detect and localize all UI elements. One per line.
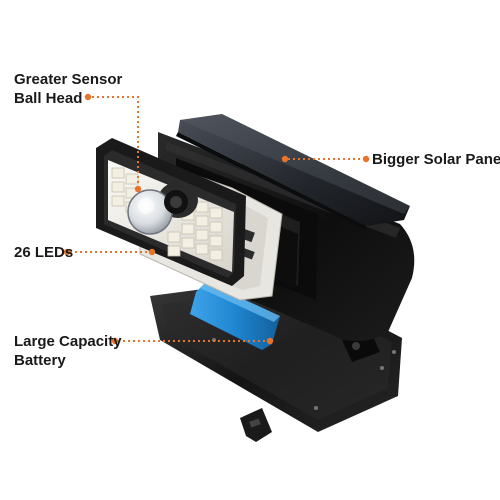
leds-label: 26 LEDs	[14, 243, 73, 262]
battery	[190, 282, 280, 350]
mounting-bracket	[240, 408, 272, 442]
sensor-ball-head	[127, 182, 198, 235]
sensor-label: Greater Sensor Ball Head	[14, 70, 122, 108]
leader-lines	[70, 96, 362, 342]
battery-label: Large Capacity Battery	[14, 332, 122, 370]
sensor-leader-line	[92, 96, 139, 186]
sensor-label-line2: Ball Head	[14, 90, 83, 107]
solar-label: Bigger Solar Panel	[372, 150, 500, 169]
sensor-label-line1: Greater Sensor	[14, 71, 123, 88]
leds-label-text: 26 LEDs	[14, 244, 74, 261]
solar-label-text: Bigger Solar Panel	[372, 151, 500, 168]
leader-dots	[63, 93, 370, 345]
solar-panel	[176, 114, 410, 230]
battery-label-line1: Large Capacity	[14, 333, 122, 350]
battery-label-line2: Battery	[14, 352, 66, 369]
